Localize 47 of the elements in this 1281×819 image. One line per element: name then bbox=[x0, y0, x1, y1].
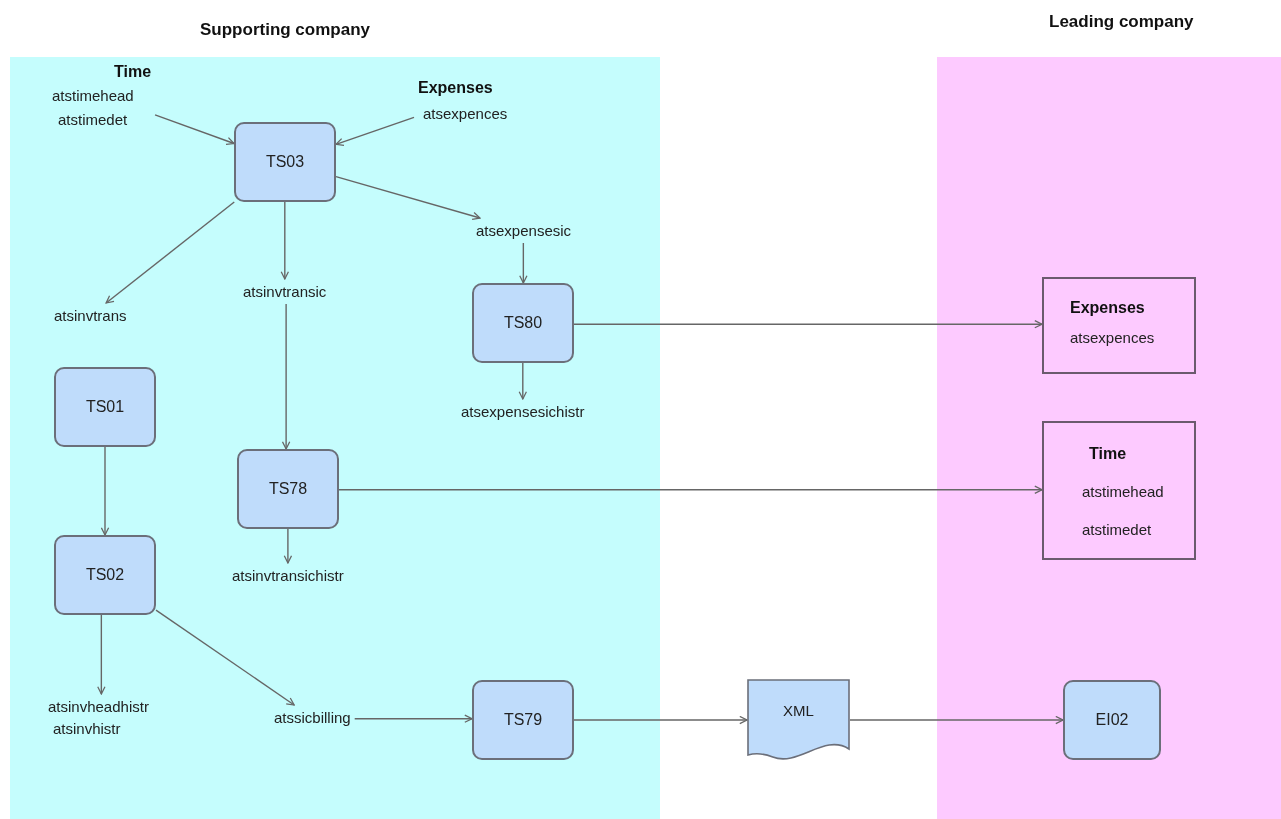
table-name: atstimehead bbox=[51, 86, 135, 106]
table-name: atstimehead bbox=[1081, 482, 1165, 502]
arrow bbox=[335, 175, 481, 221]
arrow bbox=[281, 303, 291, 450]
arrow bbox=[849, 715, 1064, 725]
lane-heading: Supporting company bbox=[200, 20, 370, 40]
table-name: atsinvtransic bbox=[243, 282, 327, 302]
table-name: atsinvtrans bbox=[54, 306, 127, 326]
arrow bbox=[338, 485, 1043, 494]
table-name: atssicbilling bbox=[274, 708, 351, 728]
arrow bbox=[154, 114, 235, 146]
process-box: TS78 bbox=[237, 449, 339, 529]
entity-title: Time bbox=[1088, 444, 1128, 464]
arrow bbox=[519, 242, 528, 284]
arrow bbox=[100, 446, 110, 536]
table-name: atstimedet bbox=[57, 110, 129, 130]
process-box: TS80 bbox=[472, 283, 574, 363]
entity-box bbox=[1042, 421, 1196, 560]
document-shape: XML bbox=[747, 679, 850, 761]
process-box: EI02 bbox=[1063, 680, 1161, 760]
arrow bbox=[335, 116, 415, 146]
entity-box bbox=[1042, 277, 1196, 374]
entity-title: Expenses bbox=[1069, 298, 1146, 318]
entity-title: Expenses bbox=[417, 78, 494, 98]
table-name: atsinvtransichistr bbox=[232, 566, 344, 586]
table-name: atsexpences bbox=[422, 104, 508, 124]
process-box: TS02 bbox=[54, 535, 156, 615]
arrow bbox=[105, 201, 235, 304]
arrow bbox=[354, 714, 473, 723]
arrow bbox=[518, 362, 528, 400]
table-name: atsinvheadhistr bbox=[48, 697, 149, 717]
arrow bbox=[573, 715, 748, 725]
table-name: atsexpensesichistr bbox=[461, 402, 585, 422]
table-name: atsexpences bbox=[1069, 328, 1156, 348]
process-box: TS01 bbox=[54, 367, 156, 447]
arrow bbox=[155, 609, 295, 706]
arrow bbox=[573, 319, 1043, 329]
table-name: atsexpensesic bbox=[476, 221, 572, 241]
arrow bbox=[97, 614, 106, 695]
arrow bbox=[283, 528, 293, 564]
entity-title: Time bbox=[113, 62, 152, 82]
lane-heading: Leading company bbox=[1049, 12, 1194, 32]
table-name: atstimedet bbox=[1081, 520, 1153, 540]
process-box: TS03 bbox=[234, 122, 336, 202]
arrow bbox=[280, 201, 290, 280]
table-name: atsinvhistr bbox=[52, 719, 122, 739]
process-box: TS79 bbox=[472, 680, 574, 760]
